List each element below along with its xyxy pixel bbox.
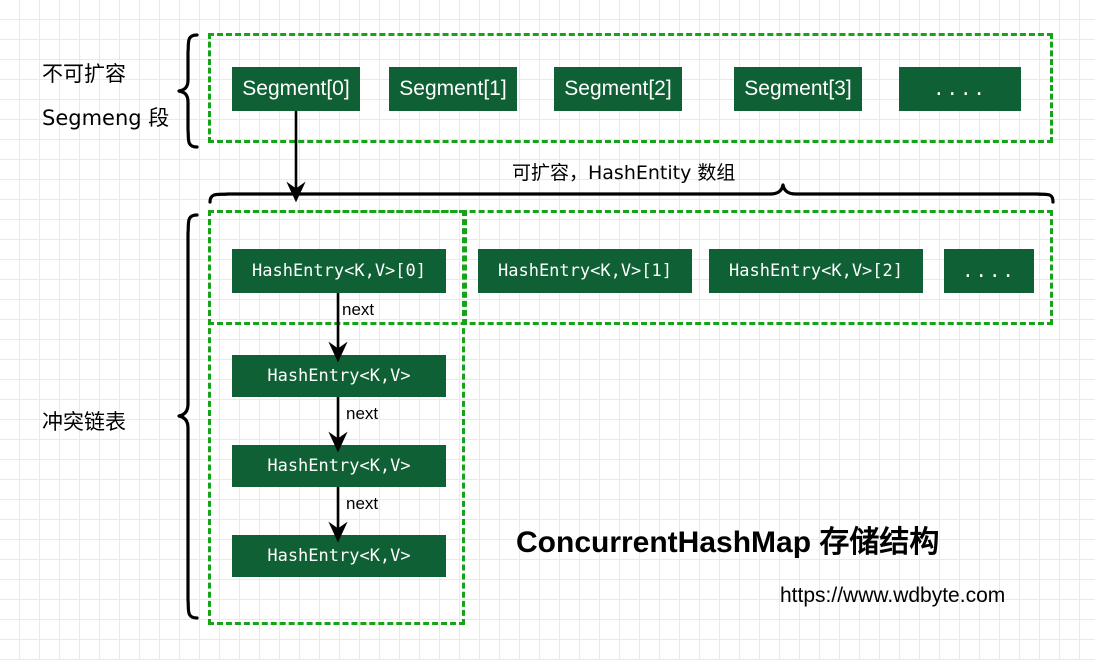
- collision-chain-label: 冲突链表: [42, 410, 126, 434]
- hash-entry-box-2[interactable]: HashEntry<K,V>[2]: [709, 249, 923, 293]
- segment-group-label-line1: 不可扩容: [42, 62, 126, 86]
- chain-node-0[interactable]: HashEntry<K,V>: [232, 355, 446, 397]
- source-url: https://www.wdbyte.com: [780, 584, 1006, 607]
- hash-array-brace: [208, 183, 1055, 204]
- hash-array-note: 可扩容，HashEntity 数组: [512, 162, 736, 184]
- segment-group-label-line2: Segmeng 段: [42, 106, 170, 130]
- hash-entry-box-0[interactable]: HashEntry<K,V>[0]: [232, 249, 446, 293]
- collision-chain-container: [208, 210, 465, 625]
- segment-group-brace: [177, 33, 199, 149]
- next-label-0: next: [342, 300, 375, 319]
- hash-entry-box-ellipsis[interactable]: ....: [944, 249, 1034, 293]
- diagram-title: ConcurrentHashMap 存储结构: [516, 526, 940, 559]
- collision-chain-brace: [177, 213, 199, 620]
- segment-array-container: [208, 33, 1053, 143]
- chain-node-2[interactable]: HashEntry<K,V>: [232, 535, 446, 577]
- segment-box-3[interactable]: Segment[3]: [734, 67, 862, 111]
- segment-box-0[interactable]: Segment[0]: [232, 67, 360, 111]
- segment-box-ellipsis[interactable]: ....: [899, 67, 1021, 111]
- hash-entry-box-1[interactable]: HashEntry<K,V>[1]: [478, 249, 692, 293]
- next-label-1: next: [346, 404, 379, 423]
- chain-node-1[interactable]: HashEntry<K,V>: [232, 445, 446, 487]
- next-label-2: next: [346, 494, 379, 513]
- hash-entry-array-divider: [464, 210, 467, 325]
- segment-box-1[interactable]: Segment[1]: [389, 67, 517, 111]
- segment-box-2[interactable]: Segment[2]: [554, 67, 682, 111]
